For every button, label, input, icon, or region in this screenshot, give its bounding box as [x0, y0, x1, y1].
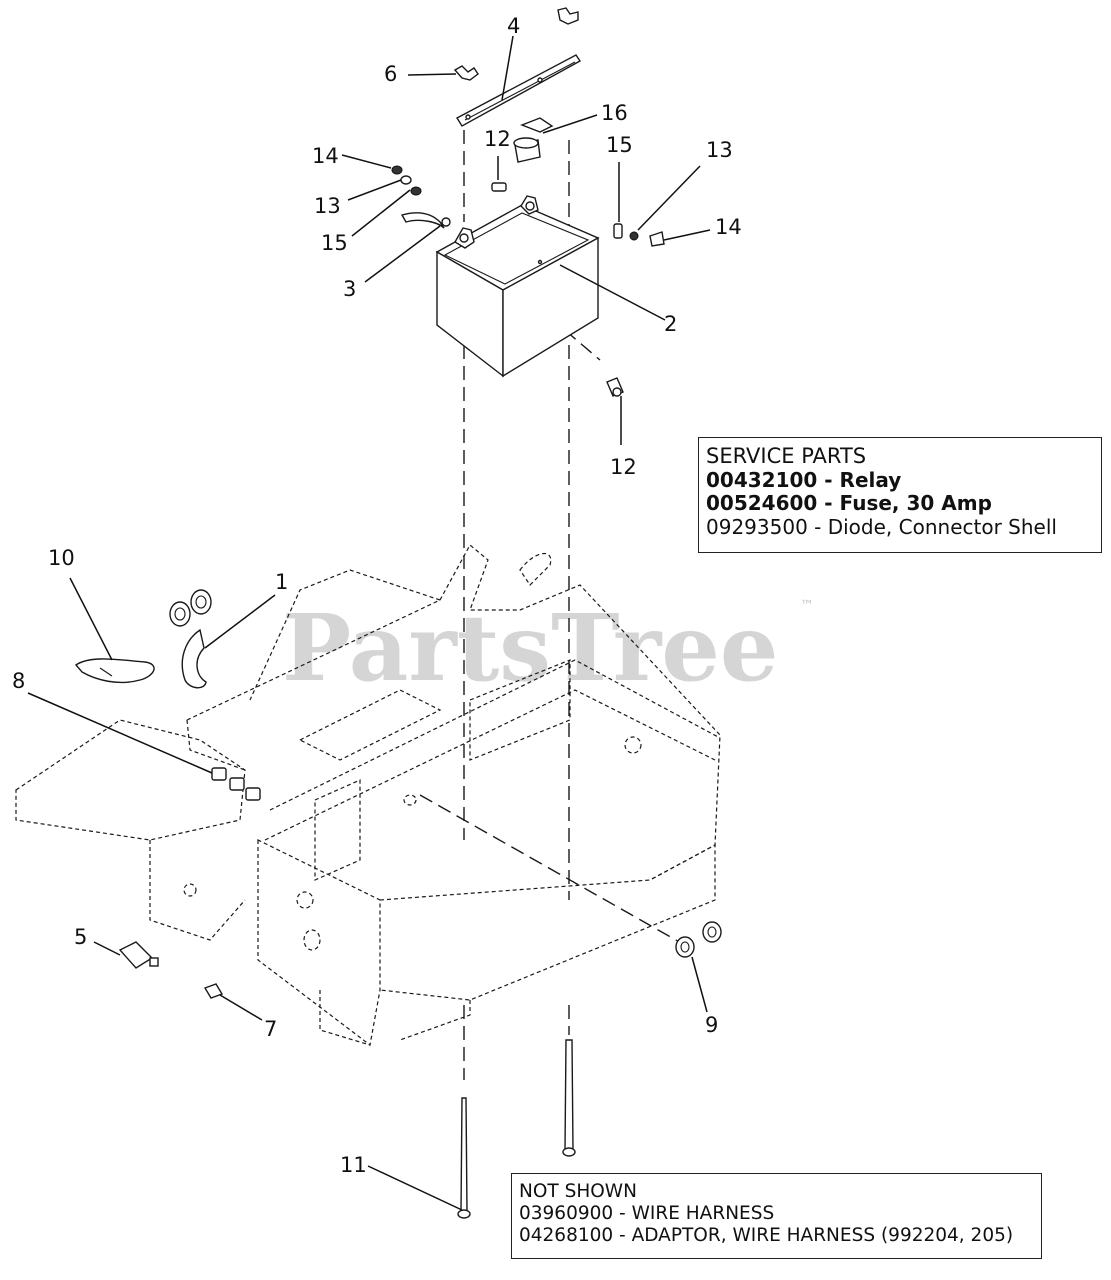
callout-12-top: 12	[484, 127, 511, 151]
fuse-holder	[118, 941, 159, 969]
callout-14-left: 14	[312, 144, 339, 168]
wing-nut-left	[453, 65, 479, 81]
callout-1: 1	[275, 570, 288, 594]
callout-5: 5	[74, 925, 87, 949]
callout-13-right: 13	[706, 138, 733, 162]
callout-15-left: 15	[321, 231, 348, 255]
not-shown-adaptor: 04268100 - ADAPTOR, WIRE HARNESS (992204…	[519, 1224, 1014, 1246]
callout-13-left: 13	[314, 194, 341, 218]
service-parts-title: SERVICE PARTS	[706, 444, 867, 468]
callout-labels: 4 6 16 12 15 13 14 13 15 14 3 2 12 10 1 …	[12, 14, 742, 1177]
callout-12-bottom: 12	[610, 455, 637, 479]
grommet-clip	[181, 628, 207, 689]
callout-2: 2	[664, 312, 677, 336]
long-rod-right	[562, 1039, 576, 1157]
partstree-watermark: PartsTree	[282, 594, 778, 702]
callout-15-right: 15	[606, 133, 633, 157]
trademark-symbol: ™	[800, 598, 814, 614]
callout-3: 3	[343, 277, 356, 301]
service-part-diode: 09293500 - Diode, Connector Shell	[706, 514, 1057, 539]
frame-nut	[203, 983, 224, 999]
long-rod-left	[457, 1097, 471, 1219]
not-shown-title: NOT SHOWN	[519, 1181, 637, 1202]
callout-9: 9	[705, 1013, 718, 1037]
battery-bolt-top	[491, 182, 507, 192]
service-part-relay: 00432100 - Relay	[706, 467, 902, 492]
hardware-stack-left	[391, 165, 422, 196]
service-parts-box: SERVICE PARTS 00432100 - Relay 00524600 …	[698, 437, 1102, 553]
not-shown-box: NOT SHOWN 03960900 - WIRE HARNESS 042681…	[511, 1173, 1042, 1259]
wing-nut-right	[557, 7, 579, 25]
callout-6: 6	[384, 62, 397, 86]
battery-bolt-bottom	[606, 377, 624, 397]
relay-connector	[211, 767, 261, 801]
hardware-stack-right	[613, 223, 665, 247]
cable-tie	[74, 658, 155, 684]
terminal-cover	[513, 117, 554, 163]
callout-14-right: 14	[715, 215, 742, 239]
callout-4: 4	[507, 14, 520, 38]
service-part-fuse: 00524600 - Fuse, 30 Amp	[706, 491, 992, 516]
callout-8: 8	[12, 669, 25, 693]
tractor-frame	[15, 544, 721, 1047]
battery-cable	[400, 212, 451, 229]
leader-lines	[27, 35, 711, 1211]
battery-hold-down-bracket	[456, 54, 582, 127]
not-shown-wire-harness: 03960900 - WIRE HARNESS	[519, 1202, 775, 1224]
bushing-pair-right	[675, 921, 722, 958]
callout-10: 10	[48, 546, 75, 570]
battery	[435, 195, 600, 378]
callout-11: 11	[340, 1153, 367, 1177]
bushing-pair-left	[169, 589, 212, 627]
callout-7: 7	[264, 1017, 277, 1041]
callout-16: 16	[601, 101, 628, 125]
